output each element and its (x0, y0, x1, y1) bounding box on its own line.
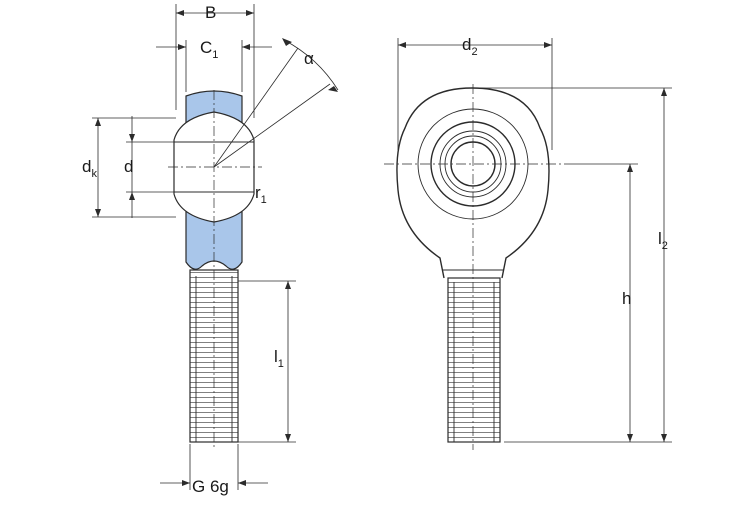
label-l2: l2 (658, 229, 668, 252)
label-alpha: α (304, 49, 314, 68)
label-d2: d2 (462, 35, 478, 58)
label-r1: r1 (255, 183, 267, 206)
label-d: d (124, 157, 133, 176)
rod-end-eye-outline (396, 87, 550, 279)
label-l1: l1 (274, 347, 284, 370)
label-B: B (205, 3, 216, 22)
label-C1: C1 (200, 38, 218, 61)
side-view: B C1 α dk d r1 (82, 3, 339, 496)
label-h: h (622, 289, 631, 308)
label-dk: dk (82, 157, 97, 180)
alpha-line-1 (213, 47, 299, 168)
front-view: d2 l2 h (384, 35, 672, 450)
alpha-arc (283, 39, 339, 91)
alpha-line-2 (213, 83, 331, 168)
shank-front (447, 277, 501, 443)
label-thread: G 6g (192, 477, 229, 496)
